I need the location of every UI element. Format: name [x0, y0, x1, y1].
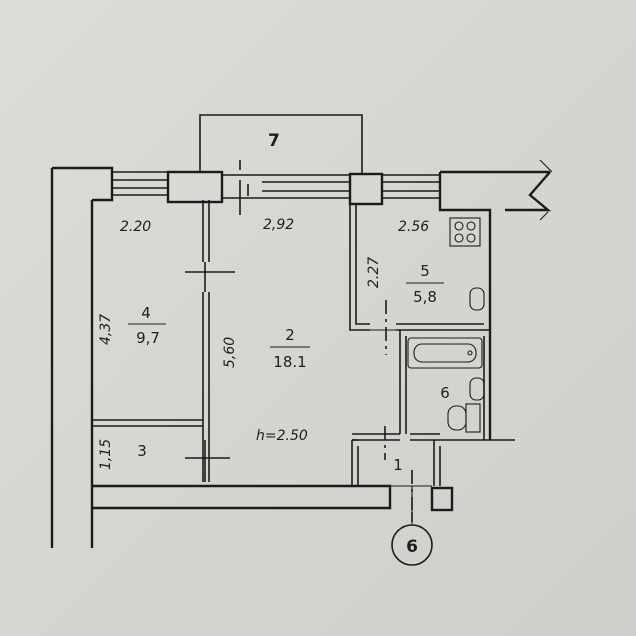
partition-4-3	[92, 419, 203, 427]
room-2-number: 2	[285, 326, 295, 344]
partition-4-2	[185, 200, 235, 482]
kitchen-sink-icon	[469, 287, 485, 311]
ceiling-height: h=2.50	[256, 428, 308, 444]
balcony: 7	[199, 114, 363, 174]
balcony-door-marks	[239, 160, 249, 215]
dim-room2-length: 5,60	[222, 337, 238, 368]
room-2-area: 18.1	[273, 353, 306, 371]
axis-marker: 6	[391, 486, 433, 566]
room-6-number: 6	[440, 384, 450, 402]
stove-icon	[449, 217, 481, 247]
axis-marker-label: 6	[406, 537, 418, 557]
left-outer-wall	[50, 166, 114, 548]
kitchen-walls	[349, 204, 490, 355]
bottom-outer-wall	[92, 484, 454, 512]
dim-room3-length: 1,15	[98, 439, 114, 470]
dim-room5-length: 2.27	[366, 257, 382, 288]
bathroom-walls	[352, 330, 515, 441]
toilet-icon	[447, 403, 481, 433]
bathtub-icon	[407, 337, 483, 369]
top-facade-wall	[112, 159, 553, 440]
room-4-number: 4	[141, 304, 151, 322]
room-5-area: 5,8	[413, 288, 437, 306]
room-4-area: 9,7	[136, 329, 160, 347]
dim-room5-width: 2.56	[398, 219, 429, 235]
room-7-number: 7	[268, 131, 280, 151]
room-4-label: 4 9,7	[128, 304, 166, 347]
room-1-number: 1	[393, 456, 403, 474]
dim-room4-length: 4,37	[98, 314, 114, 345]
room-3-number: 3	[137, 442, 147, 460]
dim-room4-width: 2.20	[120, 219, 151, 235]
room-5-number: 5	[420, 262, 430, 280]
room-2-label: 2 18.1	[270, 326, 310, 371]
dim-room2-width: 2,92	[263, 217, 294, 233]
bath-basin-icon	[469, 377, 485, 401]
room-5-label: 5 5,8	[406, 262, 444, 306]
